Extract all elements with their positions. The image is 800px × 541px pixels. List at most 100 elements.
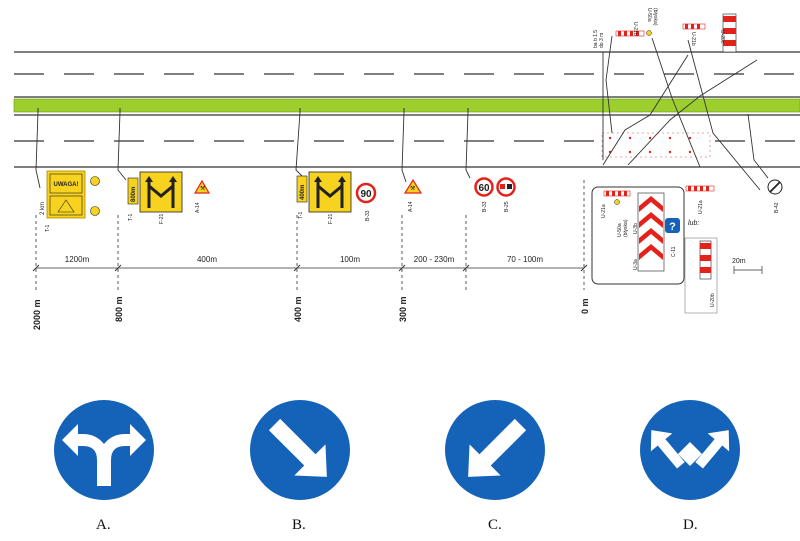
u50a-label: U-50a [617, 223, 623, 237]
sign-group-400m: 400m 90 T-1 F-21 B-33 [296, 171, 377, 225]
dist-2km-label: 2 km [40, 202, 46, 215]
dist-800m-label: 800m [131, 187, 137, 202]
a14-label: A-14 [408, 201, 414, 212]
arrow-down-left-icon [445, 400, 545, 500]
uwaga-pictogram-icon [57, 199, 75, 213]
leader-line-3 [651, 37, 701, 168]
distance-plate-400m [296, 175, 308, 203]
t1-label: T-1 [298, 212, 304, 219]
blyska-label: (błyska) [623, 219, 629, 237]
t1-label: T-1 [128, 214, 134, 221]
uwaga-board [46, 170, 86, 219]
red-car-icon [500, 184, 505, 189]
roundabout-question-icon: ? [669, 221, 676, 233]
option-d-sign[interactable] [638, 398, 742, 502]
roadworks-icon: ⚒ [410, 185, 416, 192]
lane-change-sign-f21 [139, 171, 183, 213]
u21b-label: U-21b [690, 32, 696, 46]
closure-frame [591, 186, 685, 285]
no-overtaking-sign-b25 [496, 177, 516, 197]
dimension-line: 1200m 400m 100m 200 - 230m 70 - 100m 200… [32, 180, 590, 330]
uwaga-text: UWAGA! [54, 182, 79, 188]
u20c-label: U-20c [719, 30, 725, 44]
right-side-signs: U-21a lub: U-20b B-42 20m [684, 179, 783, 314]
roadworks-icon: ⚒ [200, 185, 206, 192]
roadworks-sign-a14 [193, 179, 211, 194]
closure-sign-box: U-21a ? C-11 U-50a (błyska) U-3b U-3a [591, 186, 685, 285]
blyska-label: (błyska) [652, 8, 658, 26]
sign-group-a14: ⚒ A-14 [403, 178, 423, 212]
dist-400m-label: 400m [300, 185, 306, 200]
lub-label: lub: [688, 220, 699, 227]
c11-label: C-11 [671, 246, 677, 257]
option-c-sign[interactable] [443, 398, 547, 502]
crossover-line-2 [627, 59, 758, 166]
sign-posts [35, 111, 769, 189]
speed-limit-sign-b33 [474, 177, 494, 197]
distance-label: 0 m [580, 298, 590, 314]
option-b-label[interactable]: B. [292, 517, 306, 533]
flashing-lamp-icon [646, 30, 652, 36]
u3b-label: U-3b [633, 223, 639, 234]
segment-label: 70 - 100m [507, 255, 543, 264]
ba-note-label: ba b 1.5 [593, 30, 599, 48]
sign-group-uwaga: UWAGA! 2 km T-1 [40, 170, 100, 232]
b25-label: B-25 [504, 201, 510, 212]
warning-lamp-icon [90, 176, 100, 186]
pass-either-side-icon [640, 400, 740, 500]
option-a-label[interactable]: A. [96, 517, 111, 533]
option-b-sign[interactable] [248, 398, 352, 502]
distance-plate-800m [127, 177, 139, 205]
u3a-label: U-3a [633, 259, 639, 270]
sign-group-800m: 800m ⚒ T-1 F-21 A-14 [127, 171, 211, 225]
median-strip [13, 98, 800, 113]
u21a-label: U-21a [601, 204, 607, 218]
leader-line-2 [687, 39, 761, 191]
chevron-arrows-icon [639, 196, 663, 260]
option-d-label[interactable]: D. [683, 517, 698, 533]
distance-label: 300 m [398, 296, 408, 322]
roadworks-sign-a14 [403, 178, 423, 194]
t1-label: T-1 [45, 225, 51, 232]
f21-label: F-21 [159, 214, 165, 225]
flashing-lamp-icon [614, 199, 620, 205]
distance-label: 400 m [293, 296, 303, 322]
segment-label: 400m [197, 255, 217, 264]
crossover-zone [601, 35, 761, 191]
barrier-u21a [603, 190, 631, 197]
u50a-label: U-50a [646, 8, 652, 22]
top-signs: U-20c U-21b U-21b U-50a (błyska) ba b 1.… [593, 8, 737, 53]
b33-label: B-33 [482, 201, 488, 212]
uwaga-panel [49, 173, 83, 194]
c11-sign [665, 218, 680, 233]
u20b-label: U-20b [710, 293, 716, 307]
segment-label: 100m [340, 255, 360, 264]
gap-note-label: do 3 m [599, 33, 605, 48]
uwaga-lower-panel [49, 195, 83, 216]
post-ticks [37, 108, 469, 112]
arrow-down-right-icon [250, 400, 350, 500]
b42-label: B-42 [774, 202, 780, 213]
lane-change-sign-f21 [308, 171, 352, 213]
sign-group-60: 60 B-33 B-25 [474, 177, 516, 212]
u21b-label: U-21b [632, 22, 638, 36]
distance-label: 2000 m [32, 299, 42, 330]
split-left-right-arrow-icon [54, 400, 154, 500]
u20b-frame [684, 237, 718, 314]
speed-limit-sign-b33 [355, 182, 377, 204]
segment-label: 200 - 230m [414, 255, 455, 264]
crossover-line-1 [602, 54, 689, 166]
b33-label: B-33 [365, 210, 371, 221]
a14-label: A-14 [195, 202, 201, 213]
distance-label: 800 m [114, 296, 124, 322]
option-a-sign[interactable] [52, 398, 156, 502]
speed-limit-90-label: 90 [360, 189, 372, 200]
closed-lane-area [601, 132, 711, 158]
leader-line-1 [605, 35, 613, 134]
width-20m-label: 20m [732, 258, 746, 265]
f21-label: F-21 [328, 214, 334, 225]
warning-lamp-icon [90, 206, 100, 216]
u21a-label: U-21a [698, 200, 704, 214]
option-c-label[interactable]: C. [488, 517, 502, 533]
